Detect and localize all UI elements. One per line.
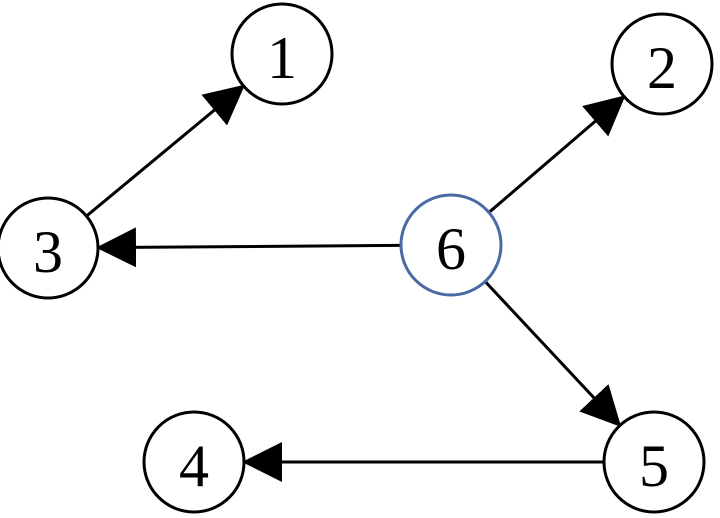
node-1-label: 1 (267, 25, 297, 91)
node-6[interactable]: 6 (399, 193, 503, 297)
node-3[interactable]: 3 (0, 196, 100, 300)
node-1-circle (230, 2, 334, 106)
node-2-label: 2 (647, 35, 677, 101)
node-3-label: 3 (33, 219, 63, 285)
node-4-label: 4 (179, 433, 209, 499)
edge-6-to-2 (487, 95, 626, 214)
edge-6-to-3 (95, 227, 402, 268)
node-6-label: 6 (436, 216, 466, 282)
node-2-circle (610, 12, 714, 116)
node-5-circle (602, 410, 706, 514)
edge-6-to-5 (484, 280, 622, 427)
node-1[interactable]: 1 (230, 2, 334, 106)
edge-3-to-1 (85, 84, 246, 218)
node-5[interactable]: 5 (602, 410, 706, 514)
edges-group (85, 84, 626, 482)
node-4[interactable]: 4 (142, 410, 246, 514)
node-2[interactable]: 2 (610, 12, 714, 116)
node-6-circle (399, 193, 503, 297)
node-4-circle (142, 410, 246, 514)
node-5-label: 5 (639, 433, 669, 499)
node-3-circle (0, 196, 100, 300)
